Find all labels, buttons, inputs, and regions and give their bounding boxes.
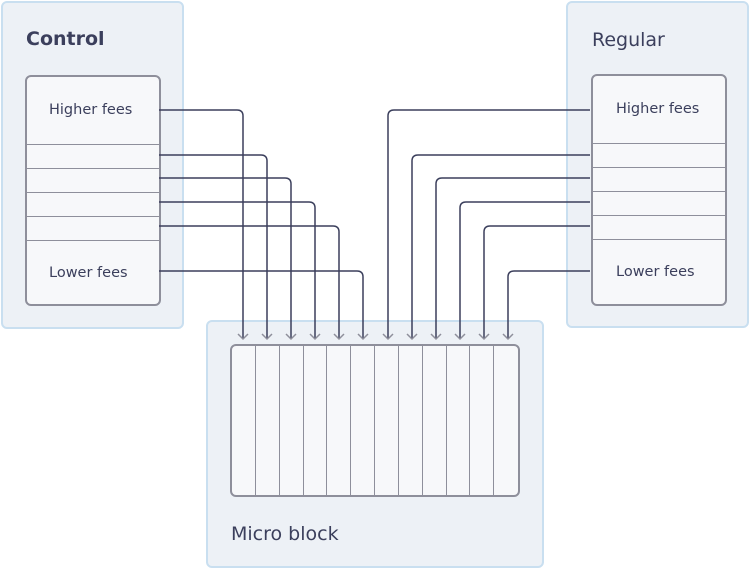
- regular-wire-arrow: [430, 333, 442, 341]
- control-wire: [159, 177, 292, 338]
- regular-slot-divider: [593, 191, 725, 192]
- micro-block-slot-divider: [493, 346, 495, 495]
- regular-wire-arrow: [382, 333, 394, 341]
- control-wire-arrow: [309, 333, 321, 341]
- control-region: Control Higher fees Lower fees: [1, 1, 184, 329]
- regular-region: Regular Higher fees Lower fees: [566, 1, 749, 328]
- control-slot-divider: [27, 216, 159, 217]
- regular-wire: [411, 154, 590, 338]
- micro-block-slot-divider: [254, 346, 256, 495]
- regular-wire-arrow: [406, 333, 418, 341]
- regular-higher-fees-label: Higher fees: [616, 101, 700, 117]
- regular-wire-arrow: [454, 333, 466, 341]
- regular-wire: [507, 270, 590, 338]
- control-wire: [159, 225, 340, 338]
- micro-block-title: Micro block: [231, 523, 339, 545]
- control-lower-fees-label: Lower fees: [49, 265, 128, 281]
- control-wire: [159, 270, 364, 338]
- regular-slot-divider: [593, 167, 725, 168]
- regular-slot-divider: [593, 215, 725, 216]
- control-wire-arrow: [333, 333, 345, 341]
- micro-block-slot-divider: [302, 346, 304, 495]
- control-wire-arrow: [285, 333, 297, 341]
- micro-block-slot-divider: [374, 346, 375, 495]
- control-slot-divider: [27, 144, 159, 145]
- control-wire-arrow: [237, 333, 249, 341]
- micro-block-slot-divider: [326, 346, 328, 495]
- control-wire: [159, 154, 268, 338]
- regular-wire: [435, 177, 590, 338]
- control-wire-arrow: [357, 333, 369, 341]
- regular-wire: [483, 225, 590, 338]
- regular-wire: [459, 201, 590, 338]
- control-wire: [159, 201, 316, 338]
- micro-block-slots: [230, 344, 520, 497]
- control-slot-divider: [27, 168, 159, 169]
- control-queue: Higher fees Lower fees: [25, 75, 161, 306]
- regular-lower-fees-label: Lower fees: [616, 264, 695, 280]
- control-slot-divider: [27, 192, 159, 193]
- micro-block-slot-divider: [278, 346, 280, 495]
- micro-block-slot-divider: [397, 346, 399, 495]
- regular-slot-divider: [593, 239, 725, 240]
- micro-block-slot-divider: [469, 346, 471, 495]
- regular-queue: Higher fees Lower fees: [591, 74, 727, 306]
- regular-wire: [387, 109, 590, 338]
- control-wire-arrow: [261, 333, 273, 341]
- micro-block-slot-divider: [445, 346, 447, 495]
- regular-wire-arrow: [502, 333, 514, 341]
- control-wire: [159, 109, 244, 338]
- control-title: Control: [26, 28, 105, 50]
- control-higher-fees-label: Higher fees: [49, 102, 133, 118]
- micro-block-slot-divider: [421, 346, 423, 495]
- regular-slot-divider: [593, 143, 725, 144]
- micro-block-slot-divider: [350, 346, 352, 495]
- control-slot-divider: [27, 240, 159, 241]
- regular-wire-arrow: [478, 333, 490, 341]
- regular-title: Regular: [592, 29, 665, 51]
